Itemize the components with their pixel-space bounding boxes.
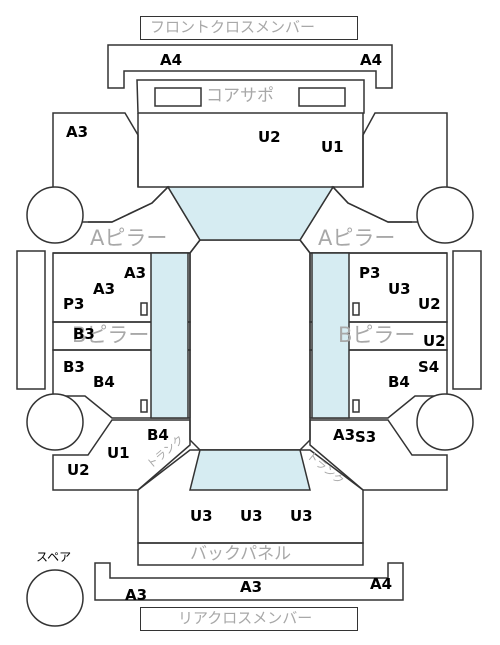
grade-door-rl-b4: B4	[93, 373, 115, 391]
b-pillar-right-label: Bピラー	[338, 323, 416, 347]
grade-trunk-u3-1: U3	[190, 507, 213, 525]
spare-label: スペア	[36, 550, 72, 564]
left-rocker-bar	[16, 250, 46, 390]
cabin-outline	[189, 239, 311, 451]
rear-right-wheel	[416, 393, 474, 451]
core-support-label: コアサポ	[206, 86, 274, 106]
grade-rear-r-s3: S3	[355, 428, 377, 446]
grade-b-pillar-left: B3	[73, 325, 95, 343]
grade-b-pillar-right: U2	[423, 332, 446, 350]
core-support-left-slot	[154, 87, 202, 107]
grade-door-rr-s4: S4	[418, 358, 440, 376]
grade-door-fr-u2: U2	[418, 295, 441, 313]
grade-door-rl-b3: B3	[63, 358, 85, 376]
rear-left-quarter	[52, 419, 191, 491]
grade-hood-u1: U1	[321, 138, 344, 156]
a-pillar-left-label: Aピラー	[90, 226, 168, 250]
grade-door-fl-a3-top: A3	[124, 264, 147, 282]
front-cross-member-box	[140, 16, 358, 40]
rear-cross-member-frame	[94, 562, 404, 601]
windshield-glass	[166, 186, 335, 241]
right-window-glass	[311, 252, 350, 419]
grade-rear-l-u1: U1	[107, 444, 130, 462]
grade-rear-l-b4: B4	[147, 426, 169, 444]
b-pillar-left-label: Bピラー	[72, 323, 150, 347]
grade-door-fl-a3: A3	[93, 280, 116, 298]
rear-cross-member-box	[140, 607, 358, 631]
grade-trunk-u3-3: U3	[290, 507, 313, 525]
left-window-glass	[150, 252, 189, 419]
grade-hood-u2: U2	[258, 128, 281, 146]
grade-rear-l-u2: U2	[67, 461, 90, 479]
hood-outline	[136, 79, 365, 114]
grade-door-fl-p3: P3	[63, 295, 85, 313]
back-panel-label: バックパネル	[190, 544, 292, 564]
grade-front-member-right: A4	[360, 51, 383, 69]
front-right-wheel	[416, 186, 474, 244]
grade-rear-member-a3-left: A3	[125, 586, 148, 604]
right-rocker-bar	[452, 250, 482, 390]
grade-rear-member-a4-right: A4	[370, 575, 393, 593]
a-pillar-right-label: Aピラー	[318, 226, 396, 250]
rear-left-wheel	[26, 393, 84, 451]
rear-right-quarter	[309, 419, 448, 491]
grade-rear-member-a3-center: A3	[240, 578, 263, 596]
grade-door-fr-u3: U3	[388, 280, 411, 298]
grade-door-rr-b4: B4	[388, 373, 410, 391]
grade-fender-front-left: A3	[66, 123, 89, 141]
grade-door-fr-p3: P3	[359, 264, 381, 282]
grade-trunk-u3-2: U3	[240, 507, 263, 525]
front-cross-member-label: フロントクロスメンバー	[150, 18, 316, 36]
front-left-wheel	[26, 186, 84, 244]
back-panel-box	[137, 542, 364, 566]
grade-rear-r-a3: A3	[333, 426, 356, 444]
grade-front-member-left: A4	[160, 51, 183, 69]
rear-window-glass	[189, 449, 311, 491]
front-cross-member-frame	[107, 44, 393, 89]
core-support-right-slot	[298, 87, 346, 107]
spare-tire	[26, 569, 84, 627]
rear-cross-member-label: リアクロスメンバー	[178, 609, 313, 627]
